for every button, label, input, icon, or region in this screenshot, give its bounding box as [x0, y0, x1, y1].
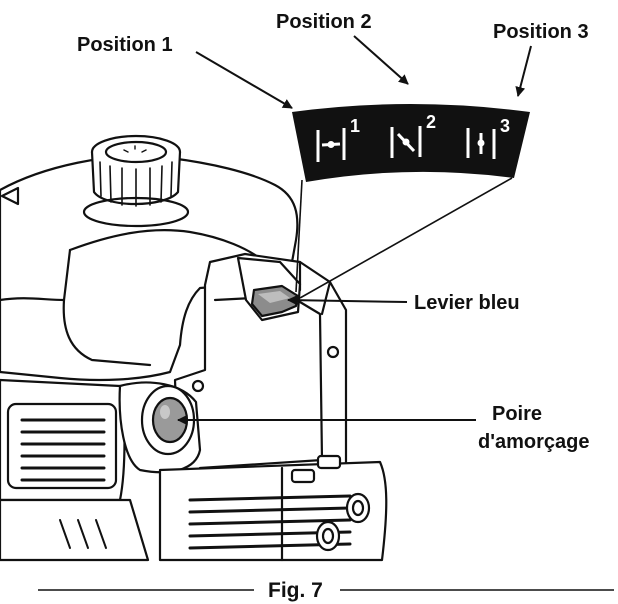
callout-arrows — [177, 35, 532, 425]
left-vent-panel — [0, 378, 126, 502]
arrow-position-2 — [353, 35, 409, 85]
bottom-left-detail — [59, 519, 107, 549]
bolt-2-inner — [351, 499, 365, 517]
small-vent-1 — [290, 468, 316, 484]
cooling-fins — [188, 494, 352, 550]
label-levier-bleu: Levier bleu — [414, 292, 520, 314]
position-dial: 1 2 3 — [292, 104, 530, 182]
bolt-1 — [315, 520, 341, 552]
hood-left-fold — [0, 297, 66, 302]
dial-mark-2: 2 — [426, 112, 436, 132]
small-vent-2 — [316, 454, 342, 470]
caption-text: Fig. 7 — [268, 579, 323, 602]
bolt-2 — [345, 492, 371, 524]
dial-background — [292, 104, 530, 182]
dial-connector-lines — [295, 177, 513, 299]
bottom-left-part — [0, 498, 150, 562]
dial-symbol-2 — [390, 126, 422, 158]
arrow-levier-bleu — [287, 295, 408, 306]
arrow-position-3 — [515, 45, 532, 97]
label-position-3: Position 3 — [493, 21, 589, 43]
dial-mark-3: 3 — [500, 116, 510, 136]
dial-mark-1: 1 — [350, 116, 360, 136]
fuel-cap — [82, 134, 190, 228]
fuel-cap-knurl — [99, 161, 173, 207]
left-vent-slats — [20, 418, 106, 482]
lower-fins — [0, 454, 388, 562]
engine-block — [173, 252, 348, 507]
hood-ridge-lower — [62, 248, 152, 367]
primer-screw — [191, 379, 205, 393]
arrow-position-1 — [195, 51, 293, 109]
connector-right — [299, 177, 513, 299]
fuel-cap-marks — [123, 145, 147, 153]
engine-drawing — [0, 134, 388, 562]
dial-symbol-1 — [316, 128, 346, 162]
figure-caption: Fig. 7 — [38, 579, 614, 602]
hood-triangle-mark — [0, 186, 20, 206]
label-poire-line2: d'amorçage — [478, 431, 589, 453]
label-poire-line1: Poire — [492, 403, 542, 425]
label-position-2: Position 2 — [276, 11, 372, 33]
primer-bulb-shine — [160, 405, 170, 419]
bolt-1-inner — [321, 527, 335, 545]
hood-ridge — [68, 229, 270, 267]
fuel-cap-base — [82, 196, 190, 228]
dial-symbol-3 — [466, 128, 496, 159]
label-position-1: Position 1 — [77, 34, 173, 56]
block-screw — [326, 345, 340, 359]
primer-housing — [118, 379, 205, 474]
fuel-cap-ring — [104, 140, 168, 164]
left-vent-frame — [6, 402, 118, 490]
choke-lever-highlight — [258, 291, 290, 303]
connector-left — [295, 179, 303, 293]
